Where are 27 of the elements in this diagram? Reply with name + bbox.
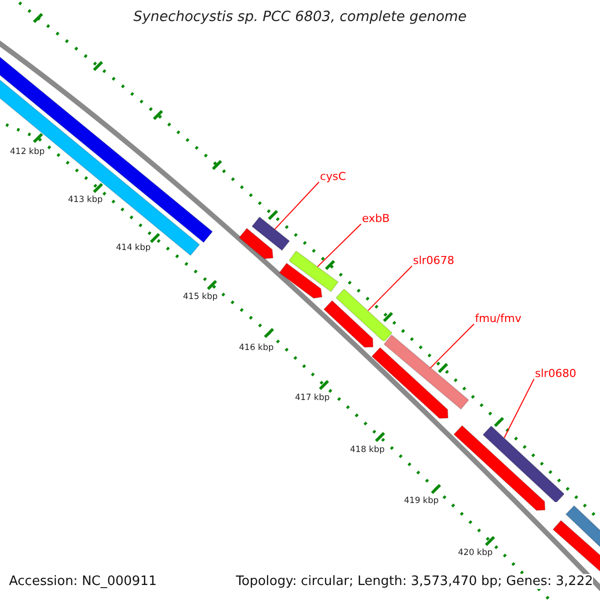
gene-label: exbB — [362, 212, 390, 226]
tick-label: 417 kbp — [295, 393, 330, 403]
gene-bar — [384, 335, 469, 410]
gene-bar — [482, 426, 564, 502]
gene-label: slr0680 — [535, 367, 576, 381]
tick-label: 416 kbp — [239, 343, 274, 353]
gene-label: slr0678 — [413, 254, 454, 268]
tick-label: 419 kbp — [404, 496, 439, 506]
accession-text: Accession: NC_000911 — [9, 574, 157, 589]
tick-label: 413 kbp — [68, 195, 103, 205]
leader-line — [430, 324, 474, 368]
leader-line — [368, 266, 412, 312]
leader-line — [274, 182, 320, 230]
tick-label: 414 kbp — [116, 243, 151, 253]
title: Synechocystis sp. PCC 6803, complete genome — [132, 9, 468, 25]
gene-bar — [289, 251, 339, 292]
gene-bar — [252, 217, 290, 251]
leader-line — [504, 378, 534, 438]
tick-label: 420 kbp — [458, 548, 493, 558]
leader-line — [317, 224, 362, 268]
gene-label: cysC — [320, 170, 346, 184]
tick-label: 415 kbp — [183, 292, 218, 302]
tick-label: 418 kbp — [350, 445, 385, 455]
gene-label: fmu/fmv — [475, 312, 522, 326]
gene-bar — [336, 288, 392, 342]
genome-summary: Topology: circular; Length: 3,573,470 bp; Genes: 3,222 — [236, 574, 593, 589]
tick-label: 412 kbp — [10, 147, 45, 157]
